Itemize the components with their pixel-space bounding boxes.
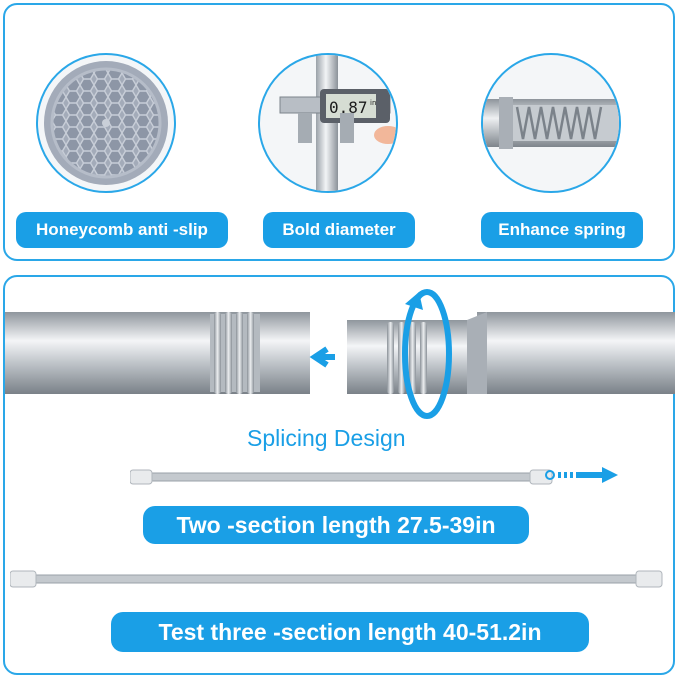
spring-icon bbox=[483, 97, 619, 149]
honeycomb-pad-image bbox=[36, 53, 176, 193]
caliper-reading: 0.87 bbox=[329, 98, 368, 117]
three-section-rod bbox=[10, 570, 663, 588]
caliper-unit: in bbox=[370, 99, 376, 107]
extend-arrow-icon bbox=[545, 467, 618, 483]
rotate-arrow-icon bbox=[402, 289, 452, 419]
spring-image bbox=[481, 53, 621, 193]
splicing-title: Splicing Design bbox=[247, 425, 406, 451]
features-panel bbox=[3, 3, 675, 261]
left-thread bbox=[210, 312, 260, 394]
left-tube bbox=[5, 312, 310, 394]
splicing-panel bbox=[3, 275, 675, 675]
caliper-icon: 0.87 in bbox=[279, 55, 396, 191]
honeycomb-pad-icon bbox=[44, 61, 168, 185]
splicing-illustration bbox=[5, 289, 675, 419]
join-arrow-icon bbox=[309, 346, 335, 368]
feature-label-spring: Enhance spring bbox=[481, 212, 643, 248]
three-section-label: Test three -section length 40-51.2in bbox=[111, 612, 589, 652]
two-section-label: Two -section length 27.5-39in bbox=[143, 506, 529, 544]
caliper-image: 0.87 in bbox=[258, 53, 398, 193]
feature-label-honeycomb: Honeycomb anti -slip bbox=[16, 212, 228, 248]
feature-label-diameter: Bold diameter bbox=[263, 212, 415, 248]
